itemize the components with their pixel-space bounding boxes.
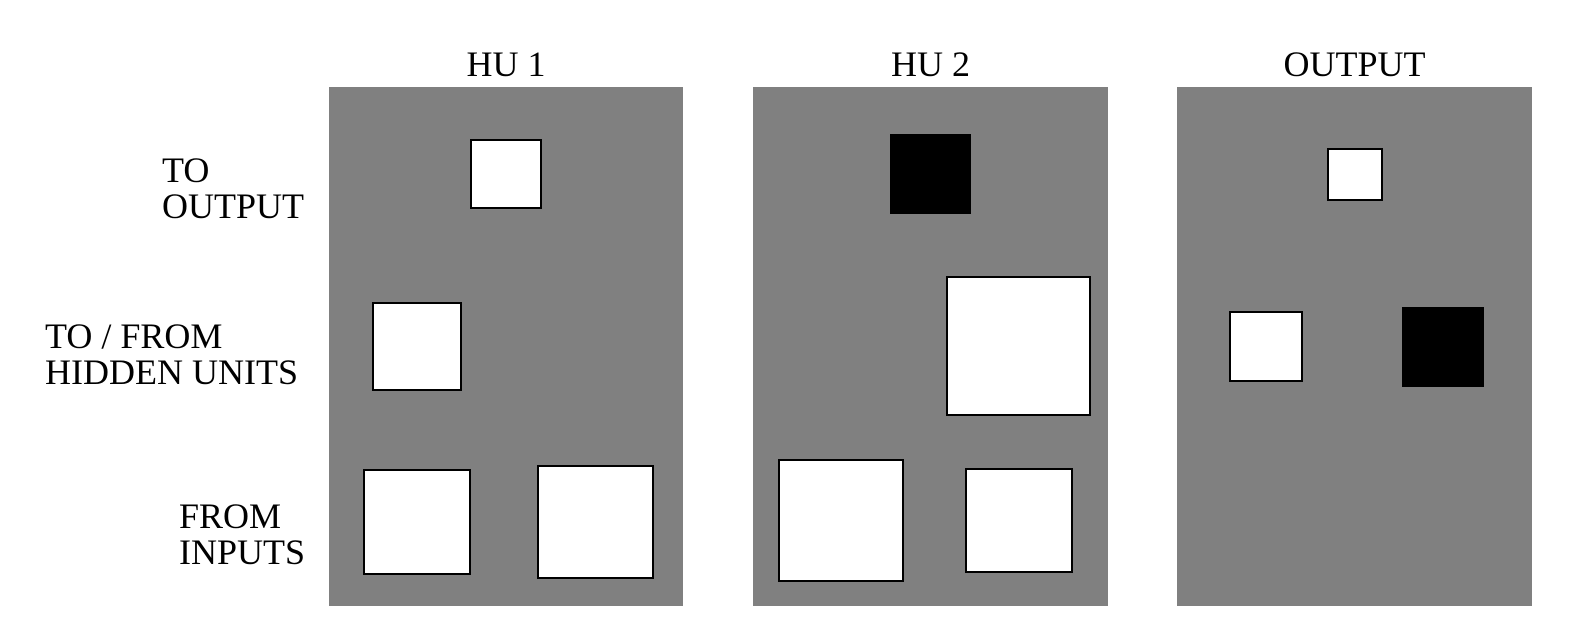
positive-weight-square: [946, 276, 1091, 416]
positive-weight-square: [1229, 311, 1303, 382]
positive-weight-square: [965, 468, 1073, 573]
positive-weight-square: [537, 465, 654, 579]
positive-weight-square: [363, 469, 471, 575]
row-label-line: OUTPUT: [162, 186, 304, 226]
negative-weight-square: [890, 134, 971, 214]
positive-weight-square: [1327, 148, 1383, 201]
positive-weight-square: [372, 302, 462, 391]
row-label-line: HIDDEN UNITS: [45, 352, 298, 392]
row-label-line: TO / FROM: [45, 316, 223, 356]
negative-weight-square: [1402, 307, 1484, 387]
row-label-line: TO: [162, 150, 210, 190]
panel-title-hu1: HU 1: [466, 44, 546, 84]
panel-output: [1177, 87, 1532, 606]
positive-weight-square: [470, 139, 542, 209]
row-label-line: INPUTS: [179, 532, 306, 572]
row-label-from-inputs: FROM INPUTS: [179, 498, 305, 570]
panel-hu2: [753, 87, 1108, 606]
panel-title-output: OUTPUT: [1283, 44, 1426, 84]
row-label-to-output: TO OUTPUT: [162, 152, 304, 224]
panel-title-hu2: HU 2: [891, 44, 970, 84]
row-label-line: FROM: [179, 496, 282, 536]
panel-hu1: [329, 87, 683, 606]
row-label-to-from-hidden: TO / FROM HIDDEN UNITS: [45, 318, 298, 390]
positive-weight-square: [778, 459, 904, 582]
